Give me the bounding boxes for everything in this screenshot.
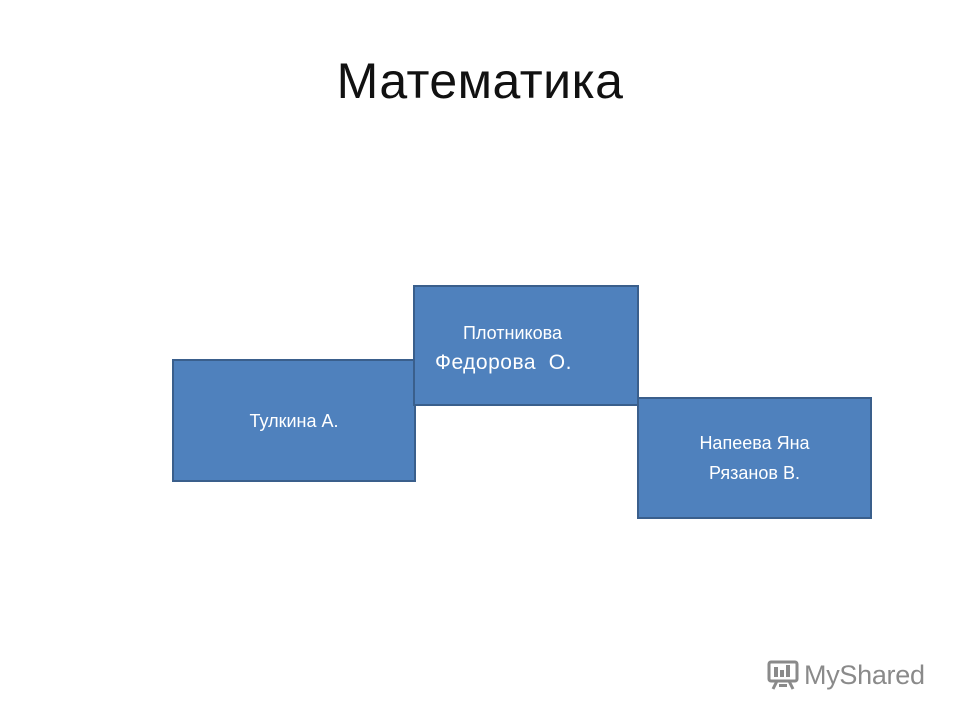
box-tulkina-label: Тулкина А. [249, 410, 339, 431]
box-napeeva-label: Напеева Яна [699, 433, 810, 453]
box-tulkina: Тулкина А. [172, 359, 416, 482]
box-ryazanov-label: Рязанов В. [709, 463, 800, 483]
myshared-logo: MyShared [766, 655, 925, 695]
box-napeeva-ryazanov: Напеева Яна Рязанов В. [637, 397, 872, 519]
box-fedorova-label: Федорова О. [435, 350, 572, 374]
myshared-logo-text: MyShared [804, 659, 925, 690]
box-plotnikova-fedorova: Плотникова Федорова О. [413, 285, 639, 406]
projector-screen-icon [767, 660, 799, 690]
box-plotnikova-label: Плотникова [463, 322, 562, 343]
slide-title: Математика [336, 53, 624, 109]
